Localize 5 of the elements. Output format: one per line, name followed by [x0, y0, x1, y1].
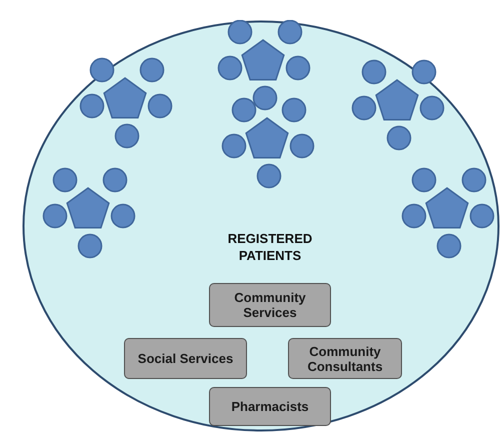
service-box: Pharmacists: [209, 387, 331, 426]
service-box: Social Services: [124, 338, 247, 379]
service-box: Community Consultants: [288, 338, 402, 379]
heading-text: REGISTERED PATIENTS: [226, 230, 314, 264]
service-box: Community Services: [209, 283, 331, 327]
